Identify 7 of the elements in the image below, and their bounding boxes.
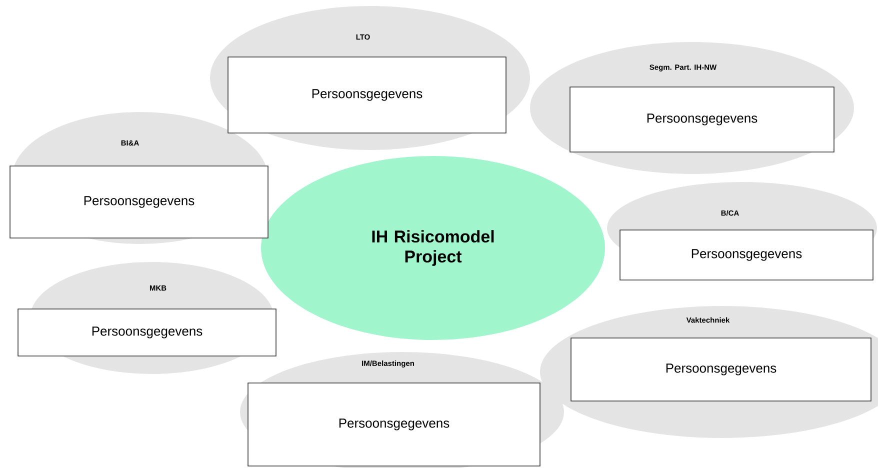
data-box: Persoonsgegevens <box>248 382 540 466</box>
data-box: Persoonsgegevens <box>10 166 268 238</box>
data-box: Persoonsgegevens <box>18 308 276 356</box>
data-box: Persoonsgegevens <box>228 56 506 134</box>
data-box: Persoonsgegevens <box>570 86 834 152</box>
data-box: Persoonsgegevens <box>570 338 872 402</box>
data-box: Persoonsgegevens <box>620 230 874 280</box>
